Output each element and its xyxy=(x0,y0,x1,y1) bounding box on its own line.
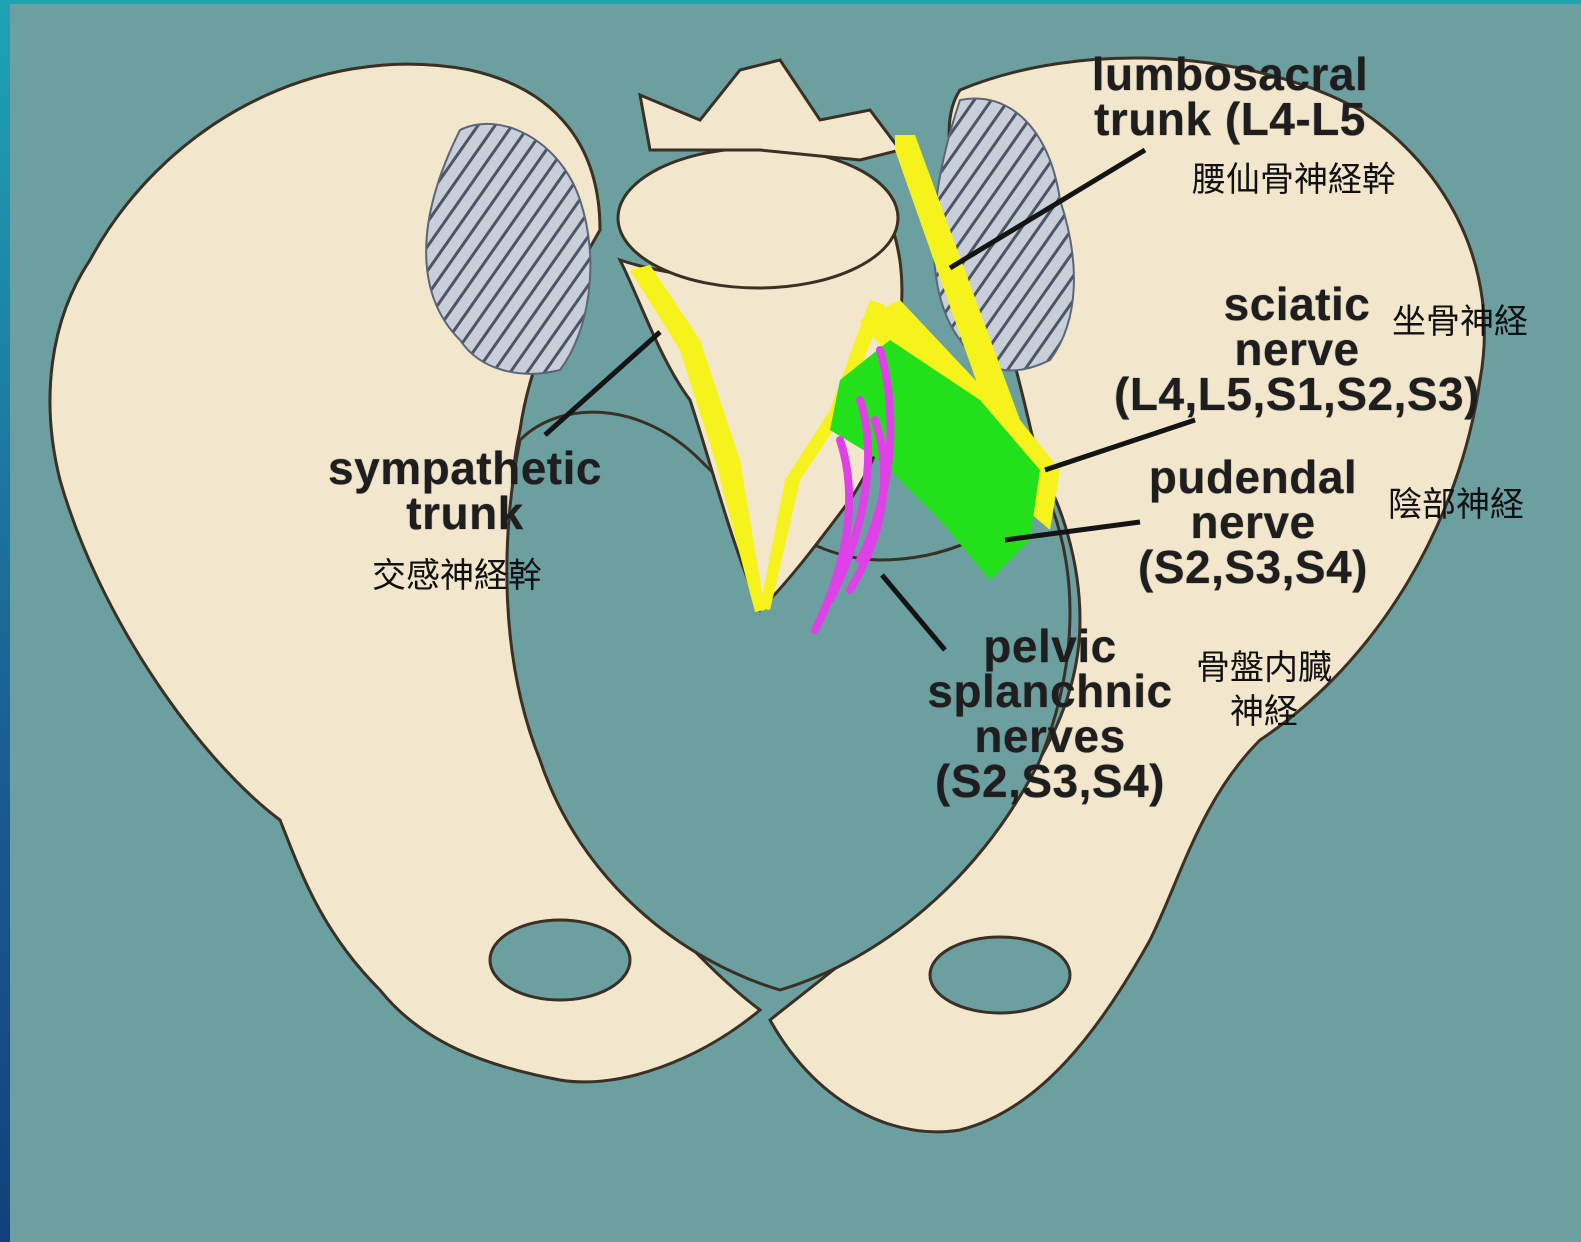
right-obturator-foramen xyxy=(930,937,1070,1013)
label-sympathetic-trunk: sympathetic trunk xyxy=(300,446,630,536)
label-line: sympathetic xyxy=(300,446,630,491)
label-line: (S2,S3,S4) xyxy=(902,759,1198,804)
label-lumbosacral-trunk: lumbosacral trunk (L4-L5 xyxy=(1060,52,1400,142)
label-pudendal-nerve: pudendal nerve (S2,S3,S4) xyxy=(1118,455,1388,590)
label-line: trunk (L4-L5 xyxy=(1060,97,1400,142)
lumbar-vertebra xyxy=(618,148,898,288)
jp-label-sympathetic: 交感神経幹 xyxy=(372,554,542,598)
label-line: (S2,S3,S4) xyxy=(1118,545,1388,590)
left-obturator-foramen xyxy=(490,920,630,1000)
label-line: nerves xyxy=(902,714,1198,759)
jp-label-text: 坐骨神経 xyxy=(1392,300,1528,344)
label-line: splanchnic xyxy=(902,669,1198,714)
vertebral-processes xyxy=(640,60,900,160)
label-line: trunk xyxy=(300,491,630,536)
jp-label-text: 骨盤内臓 xyxy=(1196,646,1332,690)
jp-label-pelvic: 骨盤内臓 神経 xyxy=(1196,646,1332,734)
jp-label-lumbosacral: 腰仙骨神経幹 xyxy=(1192,158,1396,202)
label-line: pudendal xyxy=(1118,455,1388,500)
jp-label-text: 交感神経幹 xyxy=(372,554,542,598)
jp-label-text: 陰部神経 xyxy=(1388,483,1524,527)
label-line: (L4,L5,S1,S2,S3) xyxy=(1082,372,1512,417)
label-line: pelvic xyxy=(902,624,1198,669)
jp-label-sciatic: 坐骨神経 xyxy=(1392,300,1528,344)
jp-label-text: 腰仙骨神経幹 xyxy=(1192,158,1396,202)
jp-label-pudendal: 陰部神経 xyxy=(1388,483,1524,527)
jp-label-text: 神経 xyxy=(1196,690,1332,734)
label-pelvic-splanchnic-nerves: pelvic splanchnic nerves (S2,S3,S4) xyxy=(902,624,1198,804)
label-line: nerve xyxy=(1118,500,1388,545)
label-line: lumbosacral xyxy=(1060,52,1400,97)
